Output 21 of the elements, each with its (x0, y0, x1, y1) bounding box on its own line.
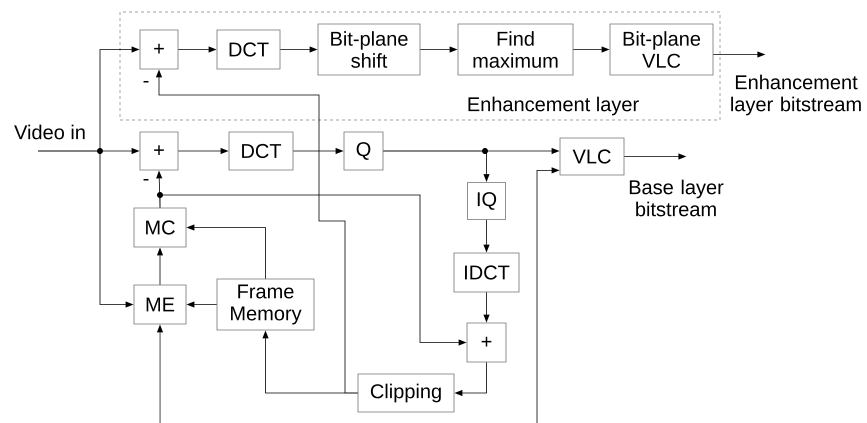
process-box: VLC (560, 138, 624, 176)
output-label: Base layer bitstream (630, 180, 724, 216)
block-box: + (466, 322, 506, 362)
block-box: Q (344, 132, 384, 170)
process-box: Bit-plane shift (318, 24, 420, 76)
output-label: Enhancement layer bitstream (731, 74, 861, 116)
input-label: Video in (14, 124, 85, 140)
process-box: Bit-plane VLC (610, 24, 714, 76)
process-box: DCT (228, 132, 294, 170)
process-box: Frame Memory (216, 278, 314, 330)
process-box: MC (134, 208, 186, 248)
process-box: ME (134, 284, 186, 324)
process-box: IDCT (454, 252, 520, 292)
process-box: Clipping (358, 374, 454, 412)
sign-label: - (144, 80, 148, 83)
block-box: + (140, 132, 178, 170)
block-box: IQ (467, 182, 506, 220)
process-box: DCT (216, 30, 280, 70)
process-box: Find maximum (458, 24, 574, 76)
block-box: + (140, 30, 178, 70)
sign-label: - (144, 178, 148, 181)
